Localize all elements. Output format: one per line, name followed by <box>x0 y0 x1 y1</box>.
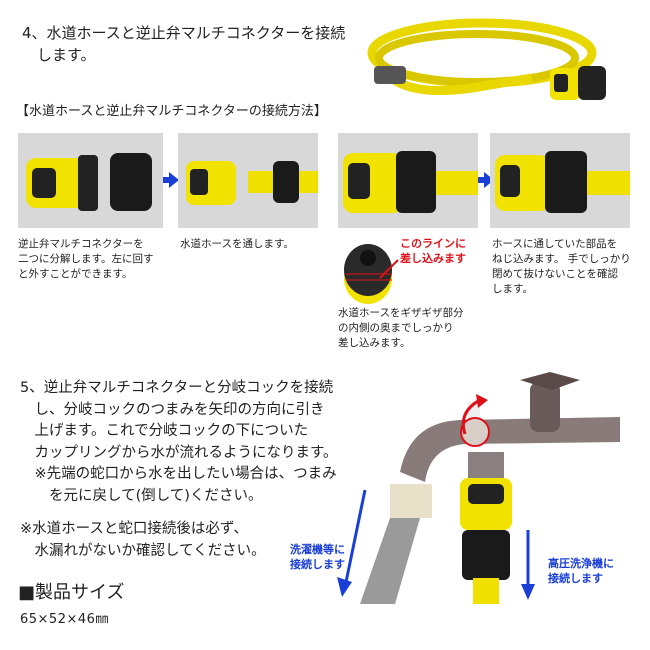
step2-photo <box>178 133 318 228</box>
step4-photo <box>490 133 630 228</box>
connector-detail-image <box>344 244 399 304</box>
howto-heading: 【水道ホースと逆止弁マルチコネクターの接続方法】 <box>16 104 327 119</box>
step5-text: 5、逆止弁マルチコネクターと分岐コックを接続 し、分岐コックのつまみを矢印の方向… <box>20 380 338 504</box>
insert-line-callout: このラインに 差し込みます <box>400 237 466 265</box>
step4-text: 4、水道ホースと逆止弁マルチコネクターを接続 します。 <box>22 24 346 64</box>
pressure-washer-label: 高圧洗浄機に 接続します <box>548 557 614 585</box>
product-size-value: 65×52×46㎜ <box>20 612 109 627</box>
arrow-right-icon <box>478 172 494 188</box>
step3-photo <box>338 133 478 228</box>
product-size-heading: ■製品サイズ <box>18 582 125 603</box>
hose-product-image <box>367 18 606 100</box>
washer-label: 洗濯機等に 接続します <box>290 543 345 571</box>
step2-caption: 水道ホースを通します。 <box>180 238 294 250</box>
step1-caption: 逆止弁マルチコネクターを 二つに分解します。左に回す と外すことができます。 <box>18 238 154 280</box>
step1-photo <box>18 133 163 228</box>
step4-caption: ホースに通していた部品を ねじ込みます。 手でしっかり 閉めて抜けないことを確認… <box>492 238 631 295</box>
arrow-right-icon <box>163 172 179 188</box>
leak-check-note: ※水道ホースと蛇口接続後は必ず、 水漏れがないか確認してください。 <box>20 521 266 559</box>
step3-caption: 水道ホースをギザギザ部分 の内側の奥までしっかり 差し込みます。 <box>338 307 464 349</box>
faucet-photo <box>337 372 620 604</box>
